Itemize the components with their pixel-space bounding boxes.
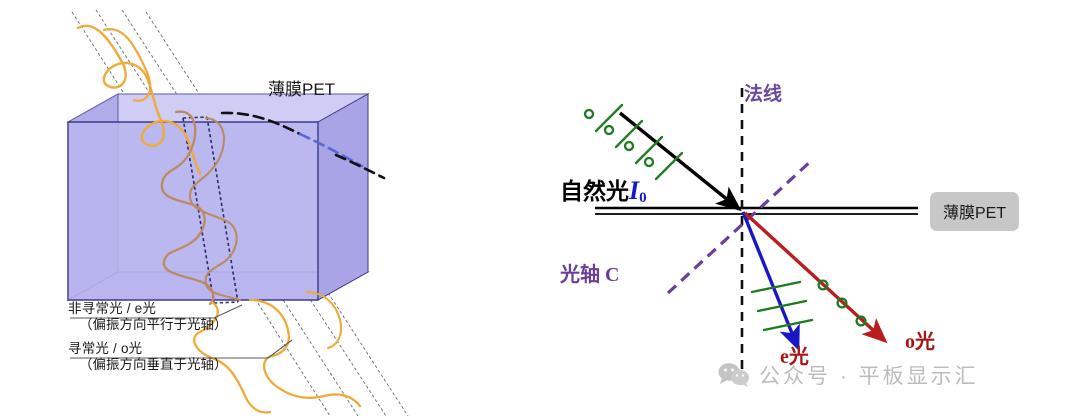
caption-e-sub: （偏振方向平行于光轴）	[79, 316, 228, 332]
incident-intensity-subscript: 0	[639, 190, 647, 206]
incident-label-cn: 自然光	[560, 178, 629, 204]
crystal-diagram-svg	[66, 9, 409, 416]
panel-birefringence-crystal: 薄膜PET 非寻常光 / e光 （偏振方向平行于光轴） 寻常光 / o光 （偏振…	[66, 9, 409, 416]
panel-ray-diagram	[540, 0, 1080, 416]
o-ray	[743, 211, 888, 344]
optic-axis-label-cn: 光轴	[560, 264, 600, 286]
normal-label: 法线	[744, 84, 783, 105]
exit-wave-o	[248, 298, 362, 408]
pet-chip-label: 薄膜PET	[930, 192, 1020, 231]
o-ray-label: o光	[905, 325, 935, 354]
caption-o-main: 寻常光 / o光	[68, 341, 143, 356]
optic-axis-line	[666, 158, 814, 295]
caption-leader-lines	[70, 304, 293, 359]
e-ray-label-sym: e	[780, 346, 789, 368]
exit-wave-o-tail	[304, 290, 343, 350]
incident-light-label: 自然光I0	[560, 172, 647, 207]
left-pet-label: 薄膜PET	[268, 80, 336, 99]
caption-extraordinary-ray: 非寻常光 / e光 （偏振方向平行于光轴）	[68, 301, 228, 332]
internal-split-rays	[182, 116, 239, 304]
caption-ordinary-ray: 寻常光 / o光 （偏振方向垂直于光轴）	[68, 341, 228, 372]
e-ray-label: e光	[780, 340, 809, 369]
incident-polarization-dots	[583, 108, 655, 168]
internal-wave-secondary	[188, 116, 242, 302]
o-ray-label-sym: o	[905, 331, 915, 353]
caption-e-main: 非寻常光 / e光	[68, 301, 157, 316]
caption-o-sub: （偏振方向垂直于光轴）	[79, 356, 228, 372]
o-ray-label-cn: 光	[915, 331, 935, 353]
pet-pointer-line	[220, 111, 386, 180]
ray-diagram-svg	[583, 88, 918, 380]
optic-axis-label: 光轴 C	[560, 258, 619, 287]
o-ray-polarization-dots	[817, 279, 867, 327]
e-ray-polarization-ticks	[750, 280, 814, 332]
optic-axis-label-sym: C	[600, 264, 620, 286]
crystal-box	[66, 93, 370, 301]
incident-ray	[618, 111, 742, 212]
pet-surface-line	[595, 206, 918, 215]
incident-intensity-symbol: I0	[629, 176, 647, 206]
incident-wave-secondary	[102, 27, 152, 102]
e-ray-label-cn: 光	[788, 346, 809, 368]
internal-wave	[160, 110, 215, 306]
incident-polarization-ticks	[594, 103, 684, 181]
